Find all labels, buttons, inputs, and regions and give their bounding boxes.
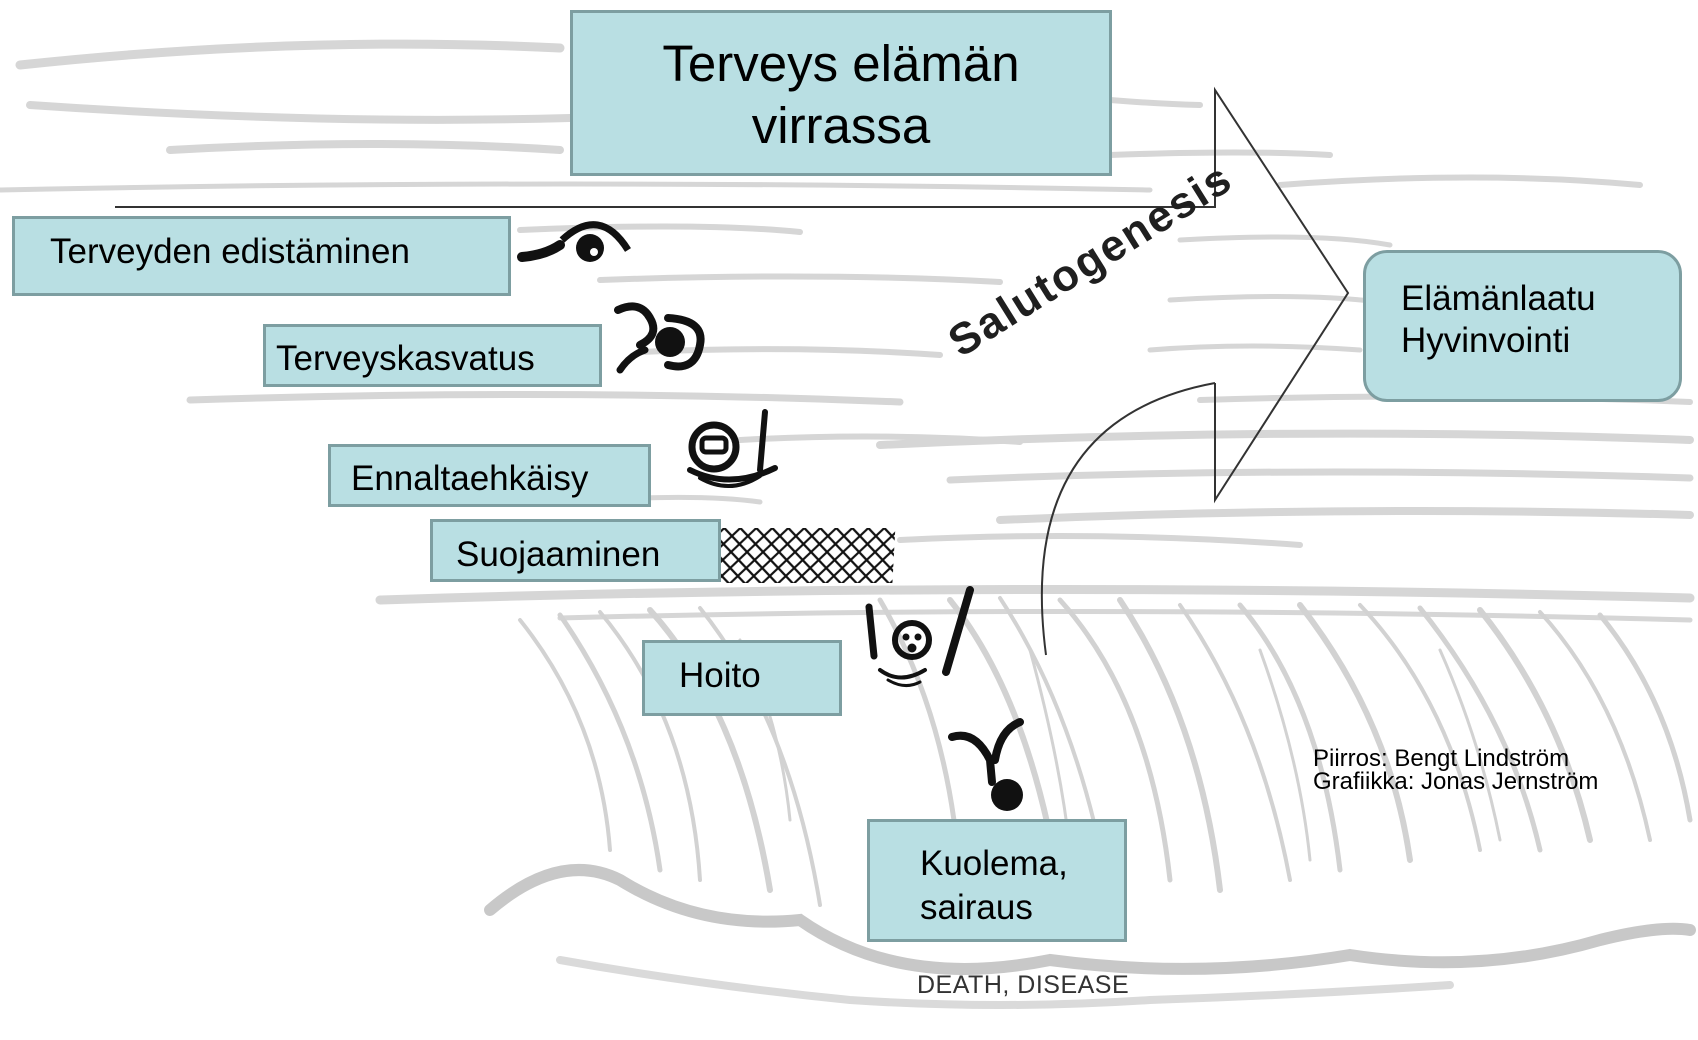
step-label: Suojaaminen xyxy=(456,537,718,572)
credit-drawing: Piirros: Bengt Lindström xyxy=(1313,747,1598,770)
swimmer-backstroke-icon xyxy=(618,306,701,370)
step-box-ennaltaehkaisy: Ennaltaehkäisy xyxy=(328,444,651,507)
step-box-hoito: Hoito xyxy=(642,640,842,716)
step-label: Hoito xyxy=(679,658,839,693)
falling-person-icon xyxy=(952,722,1023,811)
step-box-suojaaminen: Suojaaminen xyxy=(430,519,721,582)
goal-line-1: Elämänlaatu xyxy=(1401,278,1679,320)
snorkeler-icon xyxy=(690,412,775,486)
credits: Piirros: Bengt Lindström Grafiikka: Jona… xyxy=(1313,747,1598,793)
end-state-line-2: sairaus xyxy=(920,886,1124,930)
goal-line-2: Hyvinvointi xyxy=(1401,320,1679,362)
title-line-2: virrassa xyxy=(573,95,1109,157)
goal-box: Elämänlaatu Hyvinvointi xyxy=(1363,250,1682,402)
step-label: Ennaltaehkäisy xyxy=(351,461,648,496)
safety-net-icon xyxy=(717,528,895,583)
step-box-terveyskasvatus: Terveyskasvatus xyxy=(263,324,602,387)
title-line-1: Terveys elämän xyxy=(573,33,1109,95)
step-label: Terveyden edistäminen xyxy=(50,234,508,269)
title-box: Terveys elämän virrassa xyxy=(570,10,1112,176)
death-disease-caption: DEATH, DISEASE xyxy=(917,971,1129,1000)
end-state-box: Kuolema, sairaus xyxy=(867,819,1127,942)
step-label: Terveyskasvatus xyxy=(276,341,599,376)
end-state-line-1: Kuolema, xyxy=(920,842,1124,886)
step-box-terveyden-edistaminen: Terveyden edistäminen xyxy=(12,216,511,296)
credit-graphics: Grafiikka: Jonas Jernström xyxy=(1313,770,1598,793)
